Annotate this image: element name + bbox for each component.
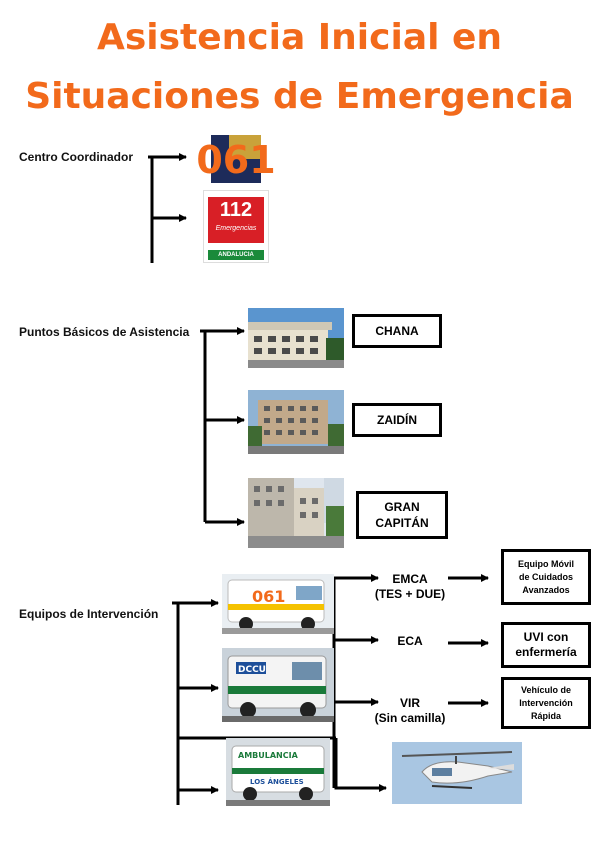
equipos-branch xyxy=(172,601,336,805)
coordinador-branch xyxy=(148,155,182,263)
unit-vir: VIR (Sin camilla) xyxy=(366,696,454,726)
svg-text:LOS ÁNGELES: LOS ÁNGELES xyxy=(250,777,304,786)
unit-emca-sub: (TES + DUE) xyxy=(374,587,446,601)
page-title-line-1: Asistencia Inicial en xyxy=(96,17,503,58)
desc-emca-line-1: Equipo Móvil xyxy=(518,558,574,569)
coordinador-label: Centro Coordinador xyxy=(19,150,133,164)
unit-emca-code: EMCA xyxy=(392,572,428,586)
desc-vir-line-2: Intervención xyxy=(519,697,573,708)
ambulance-061-photo: 061 xyxy=(222,574,334,634)
ambulance-dccu-photo: DCCU xyxy=(222,648,334,722)
helicopter-photo xyxy=(392,742,522,804)
desc-vir-line-3: Rápida xyxy=(530,710,561,721)
center-box-chana: CHANA xyxy=(352,314,442,348)
desc-emca-line-3: Avanzados xyxy=(522,584,570,595)
logo-112-footer: ANDALUCIA xyxy=(208,250,264,260)
desc-eca-line-1: UVI con xyxy=(523,630,569,644)
puntos-label: Puntos Básicos de Asistencia xyxy=(19,325,190,339)
desc-box-emca: Equipo Móvil de Cuidados Avanzados xyxy=(501,549,591,605)
puntos-branch xyxy=(200,329,240,524)
svg-text:061: 061 xyxy=(252,587,285,606)
desc-emca-line-2: de Cuidados xyxy=(518,571,573,582)
unit-eca-code: ECA xyxy=(397,634,423,648)
center-box-gran-capitan: GRAN CAPITÁN xyxy=(356,491,448,539)
desc-vir-line-1: Vehículo de xyxy=(520,684,571,695)
desc-eca-line-2: enfermería xyxy=(515,645,577,659)
svg-text:DCCU: DCCU xyxy=(238,665,266,675)
zaidin-photo xyxy=(248,390,344,454)
unit-emca: EMCA (TES + DUE) xyxy=(366,572,454,602)
logo-112-text: Emergencias xyxy=(215,225,257,232)
gran-capitan-line-1: GRAN xyxy=(384,500,420,514)
logo-061-icon: 061 xyxy=(193,135,279,183)
desc-box-vir: Vehículo de Intervención Rápida xyxy=(501,677,591,729)
center-box-zaidin: ZAIDÍN xyxy=(352,403,442,437)
unit-branch xyxy=(332,576,380,790)
unit-vir-sub: (Sin camilla) xyxy=(374,711,446,725)
gran-capitan-line-2: CAPITÁN xyxy=(375,516,429,530)
page-title-line-2: Situaciones de Emergencia xyxy=(25,76,574,117)
chana-photo xyxy=(248,308,344,368)
logo-112-icon: 112 Emergencias ANDALUCIA xyxy=(203,190,269,263)
desc-box-eca: UVI con enfermería xyxy=(501,622,591,668)
logo-112-number: 112 xyxy=(219,199,253,221)
unit-eca: ECA xyxy=(366,634,454,649)
svg-text:061: 061 xyxy=(196,138,275,182)
unit-vir-code: VIR xyxy=(399,696,420,710)
ambulance-los-angeles-photo: AMBULANCIA LOS ÁNGELES xyxy=(226,738,330,806)
gran-capitan-photo xyxy=(248,478,344,548)
equipos-label: Equipos de Intervención xyxy=(19,607,159,621)
svg-text:AMBULANCIA: AMBULANCIA xyxy=(238,751,299,760)
